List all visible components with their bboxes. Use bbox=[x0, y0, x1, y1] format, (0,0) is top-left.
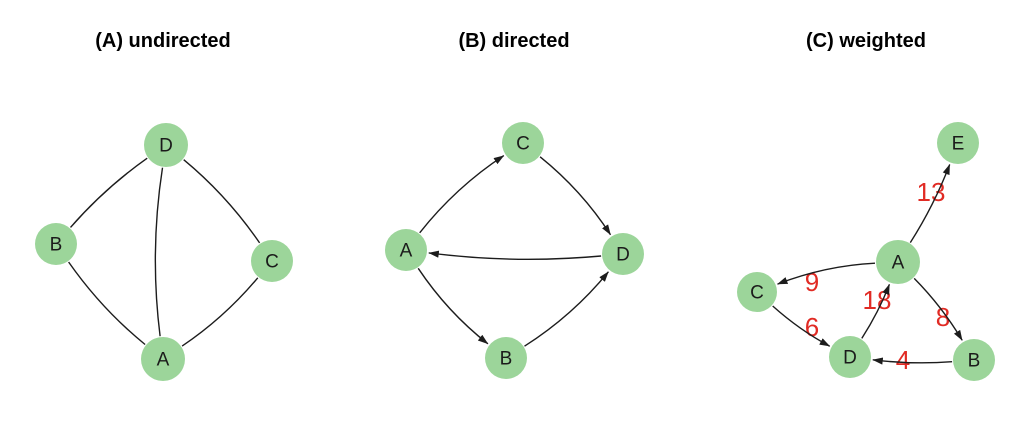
edge-D-C bbox=[183, 159, 261, 244]
node-B-A bbox=[385, 229, 427, 271]
node-A-B bbox=[35, 223, 77, 265]
node-label-A-B: B bbox=[50, 235, 63, 256]
edge-C-A bbox=[181, 277, 259, 347]
node-label-A-A: A bbox=[157, 350, 170, 371]
node-label-B-C: C bbox=[516, 134, 530, 155]
node-C-E bbox=[937, 122, 979, 164]
node-C-D bbox=[829, 336, 871, 378]
edge-A-B bbox=[417, 267, 489, 345]
panel-title-B: (B) directed bbox=[458, 30, 569, 52]
edge-C-D bbox=[539, 156, 612, 236]
node-label-C-D: D bbox=[843, 348, 857, 369]
node-A-A bbox=[141, 337, 185, 381]
node-label-B-D: D bbox=[616, 245, 630, 266]
edge-B-D bbox=[524, 271, 609, 347]
edge-weight-A-E: 13 bbox=[917, 177, 946, 207]
panel-title-C: (C) weighted bbox=[806, 30, 926, 52]
edge-D-B bbox=[69, 157, 148, 228]
node-label-C-C: C bbox=[750, 283, 764, 304]
edge-A-C bbox=[777, 262, 876, 285]
node-A-C bbox=[251, 240, 293, 282]
node-B-C bbox=[502, 122, 544, 164]
edge-C-D bbox=[772, 305, 831, 347]
node-C-B bbox=[953, 339, 995, 381]
edge-A-E bbox=[909, 164, 951, 243]
node-label-C-E: E bbox=[952, 134, 965, 155]
node-label-B-B: B bbox=[500, 349, 513, 370]
edge-B-D bbox=[872, 357, 953, 365]
edge-B-A bbox=[68, 261, 146, 346]
edge-D-A bbox=[428, 250, 602, 260]
edge-weight-C-D: 6 bbox=[805, 312, 819, 342]
edge-weight-B-D: 4 bbox=[896, 345, 910, 375]
node-label-C-A: A bbox=[892, 253, 905, 274]
node-label-A-D: D bbox=[159, 136, 173, 157]
edge-D-A bbox=[861, 283, 891, 339]
node-label-C-B: B bbox=[968, 351, 981, 372]
node-B-D bbox=[602, 233, 644, 275]
panel-title-A: (A) undirected bbox=[95, 30, 231, 52]
node-C-A bbox=[876, 240, 920, 284]
node-label-A-C: C bbox=[265, 252, 279, 273]
node-A-D bbox=[144, 123, 188, 167]
node-B-B bbox=[485, 337, 527, 379]
edge-A-C bbox=[419, 155, 505, 234]
edge-weight-A-B: 8 bbox=[936, 302, 950, 332]
edge-A-B bbox=[913, 277, 963, 341]
node-label-B-A: A bbox=[400, 241, 413, 262]
node-C-C bbox=[737, 272, 777, 312]
edge-D-A bbox=[154, 167, 164, 337]
